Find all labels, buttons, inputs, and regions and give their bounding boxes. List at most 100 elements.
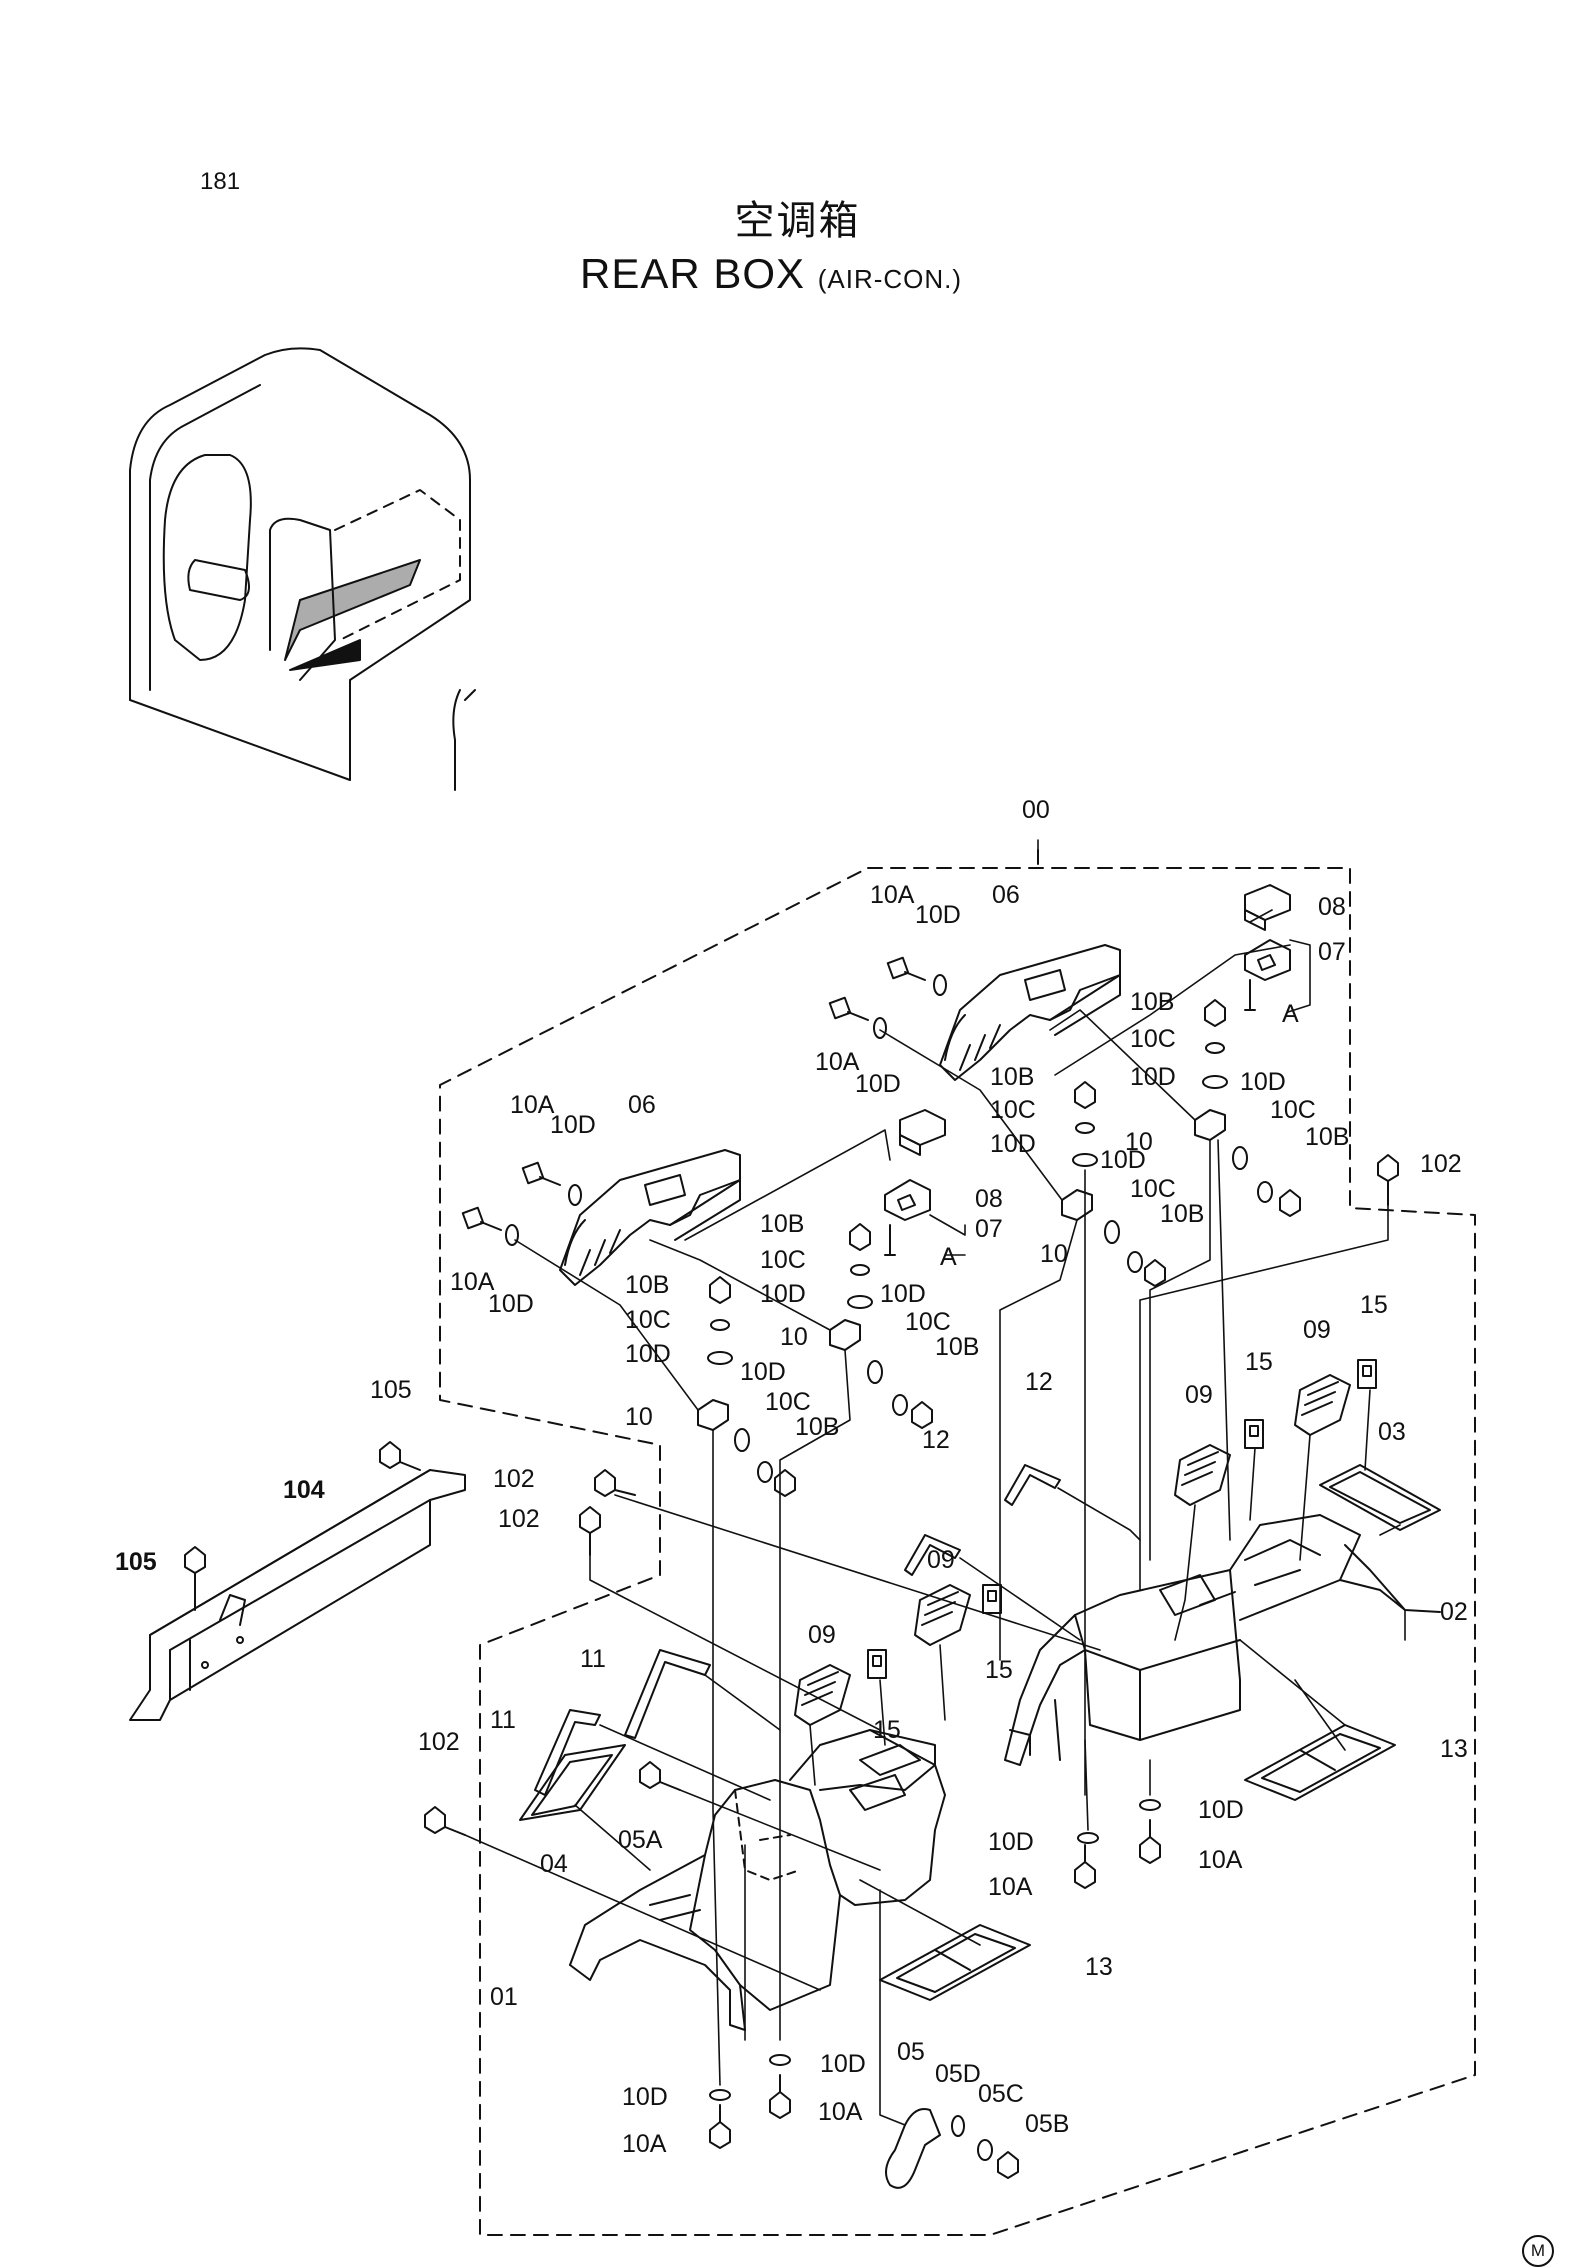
- label-10C: 10C: [1130, 1025, 1176, 1053]
- label-10D: 10D: [990, 1130, 1036, 1158]
- part-07-08-left: [884, 1109, 946, 1256]
- label-05: 05: [897, 2038, 925, 2066]
- label-102: 102: [498, 1505, 540, 1533]
- label-10C: 10C: [1130, 1175, 1176, 1203]
- label-06: 06: [628, 1091, 656, 1119]
- label-10B: 10B: [1130, 988, 1174, 1016]
- label-01: 01: [490, 1983, 518, 2011]
- label-10A: 10A: [988, 1873, 1033, 1901]
- part-07-08-right: [1244, 884, 1291, 1011]
- label-15: 15: [1360, 1291, 1388, 1319]
- title-english: REAR BOX (AIR-CON.): [580, 250, 962, 298]
- label-02: 02: [1440, 1598, 1468, 1626]
- label-10B: 10B: [990, 1063, 1034, 1091]
- label-10D: 10D: [550, 1111, 596, 1139]
- label-10C: 10C: [1270, 1096, 1316, 1124]
- label-13: 13: [1085, 1953, 1113, 1981]
- label-05D: 05D: [935, 2060, 981, 2088]
- title-chinese: 空调箱: [734, 198, 861, 244]
- fasteners: [184, 956, 1399, 2179]
- title-english-sub: (AIR-CON.): [817, 264, 963, 294]
- label-05C: 05C: [978, 2080, 1024, 2108]
- part-13-gaskets: [879, 1724, 1396, 2001]
- label-A: A: [940, 1243, 957, 1271]
- part-11-12-hooks: [534, 1464, 1061, 1796]
- label-05B: 05B: [1025, 2110, 1069, 2138]
- label-10D: 10D: [1100, 1146, 1146, 1174]
- label-06: 06: [992, 881, 1020, 909]
- part-06-cover-left: [559, 1149, 741, 1286]
- label-09: 09: [1303, 1316, 1331, 1344]
- label-10D: 10D: [1198, 1796, 1244, 1824]
- label-00: 00: [1022, 796, 1050, 824]
- label-10B: 10B: [1160, 1200, 1204, 1228]
- label-04: 04: [540, 1850, 568, 1878]
- part-03-filter: [1319, 1464, 1441, 1531]
- label-10D: 10D: [625, 1340, 671, 1368]
- cab-location-sketch: [129, 347, 476, 791]
- label-10C: 10C: [625, 1306, 671, 1334]
- label-10: 10: [1040, 1240, 1068, 1268]
- label-09: 09: [808, 1621, 836, 1649]
- label-07: 07: [1318, 938, 1346, 966]
- label-102: 102: [1420, 1150, 1462, 1178]
- label-102: 102: [418, 1728, 460, 1756]
- label-10B: 10B: [1305, 1123, 1349, 1151]
- page-number: 181: [200, 168, 241, 195]
- label-10A: 10A: [870, 881, 915, 909]
- label-10B: 10B: [795, 1413, 839, 1441]
- label-10A: 10A: [450, 1268, 495, 1296]
- part-labels: 00 10A 10D 06 10A 10D 08 07 A 10B 10C 10…: [115, 796, 1468, 2158]
- label-11: 11: [580, 1645, 606, 1673]
- part-15-clips: [867, 1359, 1377, 1679]
- label-10D: 10D: [488, 1290, 534, 1318]
- label-10D: 10D: [820, 2050, 866, 2078]
- label-10C: 10C: [765, 1388, 811, 1416]
- label-15: 15: [873, 1716, 901, 1744]
- part-05-clamp: [885, 2108, 941, 2189]
- label-10A: 10A: [1198, 1846, 1243, 1874]
- label-105: 105: [370, 1376, 412, 1404]
- label-11: 11: [490, 1706, 516, 1734]
- label-10B: 10B: [760, 1210, 804, 1238]
- label-10D: 10D: [988, 1828, 1034, 1856]
- label-104: 104: [283, 1476, 325, 1504]
- label-A: A: [1282, 1000, 1299, 1028]
- label-10C: 10C: [760, 1246, 806, 1274]
- label-10A: 10A: [622, 2130, 667, 2158]
- part-10-clips: [697, 1109, 1226, 1431]
- label-10A: 10A: [510, 1091, 555, 1119]
- label-05A: 05A: [618, 1826, 663, 1854]
- title-english-main: REAR BOX: [580, 250, 806, 297]
- label-10A: 10A: [815, 1048, 860, 1076]
- label-10B: 10B: [625, 1271, 669, 1299]
- label-10: 10: [625, 1403, 653, 1431]
- label-10D: 10D: [880, 1280, 926, 1308]
- label-03: 03: [1378, 1418, 1406, 1446]
- label-10D: 10D: [760, 1280, 806, 1308]
- label-10: 10: [780, 1323, 808, 1351]
- part-02-box: [1004, 1514, 1441, 1766]
- label-10: 10: [1125, 1128, 1153, 1156]
- label-10D: 10D: [915, 901, 961, 929]
- label-10D: 10D: [1130, 1063, 1176, 1091]
- label-10C: 10C: [990, 1096, 1036, 1124]
- label-08: 08: [1318, 893, 1346, 921]
- assembly-outline-00: [439, 867, 1476, 2236]
- leader-lines: [464, 839, 1406, 2126]
- label-07: 07: [975, 1215, 1003, 1243]
- part-01-frame: [569, 1729, 946, 2031]
- label-12: 12: [1025, 1368, 1053, 1396]
- label-13: 13: [1440, 1735, 1468, 1763]
- part-09-grilles: [794, 1374, 1351, 1726]
- label-12: 12: [922, 1426, 950, 1454]
- label-102: 102: [493, 1465, 535, 1493]
- label-15: 15: [985, 1656, 1013, 1684]
- label-09: 09: [1185, 1381, 1213, 1409]
- part-104-bracket: [129, 1469, 466, 1721]
- label-10A: 10A: [818, 2098, 863, 2126]
- label-10B: 10B: [935, 1333, 979, 1361]
- label-10D: 10D: [740, 1358, 786, 1386]
- label-10D: 10D: [855, 1070, 901, 1098]
